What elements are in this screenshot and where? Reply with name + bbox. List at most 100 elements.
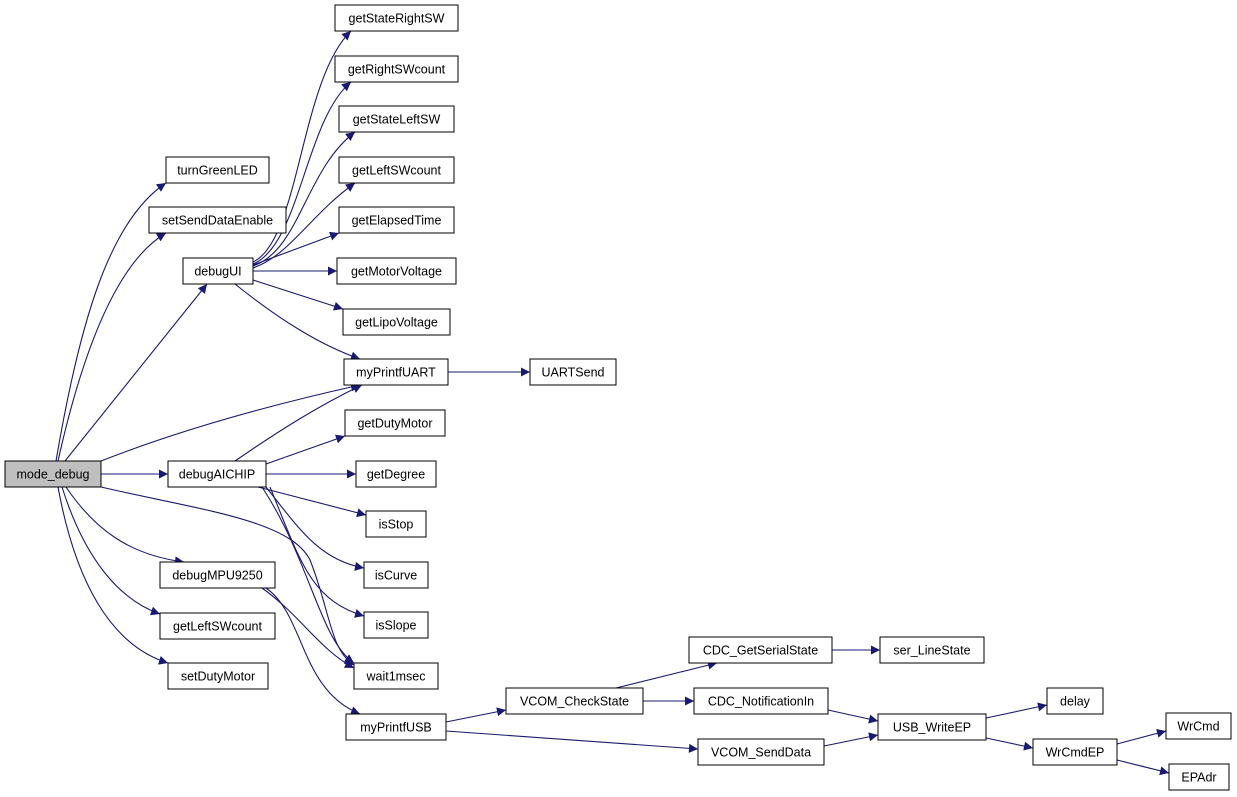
edge-mode_debug-to-setSendDataEnable — [57, 232, 167, 462]
node-label: getRightSWcount — [348, 63, 446, 77]
node-debugAICHIP[interactable]: debugAICHIP — [167, 460, 267, 488]
node-setSendDataEnable[interactable]: setSendDataEnable — [148, 206, 287, 234]
node-delay[interactable]: delay — [1046, 687, 1104, 715]
node-box — [167, 460, 267, 488]
edge-WrCmdEP-to-EPAdr — [1116, 759, 1170, 776]
node-debugMPU9250[interactable]: debugMPU9250 — [159, 561, 276, 589]
edge-debugAICHIP-to-isCurve — [265, 486, 365, 571]
edge-mode_debug-to-debugUI — [64, 283, 208, 462]
edge-debugUI-to-myPrintfUART — [234, 283, 361, 361]
node-label: debugUI — [194, 265, 241, 279]
node-box — [336, 257, 457, 285]
node-label: getStateRightSW — [349, 12, 445, 26]
node-CDC_GetSerialState[interactable]: CDC_GetSerialState — [688, 636, 833, 664]
node-debugUI[interactable]: debugUI — [182, 257, 254, 285]
node-box — [334, 4, 459, 32]
node-box — [688, 636, 833, 664]
node-box — [342, 308, 451, 336]
node-getLipoVoltage[interactable]: getLipoVoltage — [342, 308, 451, 336]
node-VCOM_SendData[interactable]: VCOM_SendData — [697, 738, 825, 766]
node-USB_WriteEP[interactable]: USB_WriteEP — [877, 713, 987, 741]
edge-debugAICHIP-to-isStop — [257, 486, 367, 518]
node-getLeftSWcount_b[interactable]: getLeftSWcount — [338, 156, 455, 184]
node-box — [165, 156, 270, 184]
node-label: myPrintfUSB — [360, 721, 432, 735]
node-label: getLipoVoltage — [355, 316, 438, 330]
node-label: isSlope — [376, 619, 417, 633]
node-VCOM_CheckState[interactable]: VCOM_CheckState — [505, 687, 644, 715]
nodes-layer: mode_debug turnGreenLED setSendDataEnable d… — [4, 4, 1232, 791]
edge-debugUI-to-getStateLeftSW — [252, 131, 356, 267]
node-label: CDC_NotificationIn — [708, 695, 814, 709]
node-label: getMotorVoltage — [351, 265, 442, 279]
node-UARTSend[interactable]: UARTSend — [529, 358, 617, 386]
node-wait1msec[interactable]: wait1msec — [353, 662, 439, 690]
node-WrCmd[interactable]: WrCmd — [1165, 712, 1232, 740]
node-getStateLeftSW[interactable]: getStateLeftSW — [338, 105, 455, 133]
node-getRightSWcount[interactable]: getRightSWcount — [334, 55, 459, 83]
node-label: getLeftSWcount — [173, 620, 262, 634]
node-box — [344, 409, 446, 437]
node-box — [877, 713, 987, 741]
edge-USB_WriteEP-to-delay — [985, 702, 1048, 719]
node-getMotorVoltage[interactable]: getMotorVoltage — [336, 257, 457, 285]
node-label: USB_WriteEP — [893, 721, 971, 735]
node-label: WrCmd — [1177, 720, 1219, 734]
node-label: isCurve — [375, 569, 417, 583]
node-getElapsedTime[interactable]: getElapsedTime — [338, 206, 455, 234]
node-label: wait1msec — [365, 670, 425, 684]
edge-debugMPU9250-to-wait1msec — [261, 587, 355, 669]
edge-myPrintfUSB-to-VCOM_SendData — [445, 730, 699, 753]
node-EPAdr[interactable]: EPAdr — [1168, 763, 1230, 791]
node-label: mode_debug — [17, 468, 90, 482]
edge-WrCmdEP-to-WrCmd — [1116, 728, 1167, 745]
edge-debugMPU9250-to-myPrintfUSB — [265, 587, 361, 715]
node-label: setDutyMotor — [181, 670, 255, 684]
node-label: CDC_GetSerialState — [703, 644, 818, 658]
node-mode_debug[interactable]: mode_debug — [4, 460, 102, 488]
node-box — [355, 460, 437, 488]
node-box — [1032, 738, 1118, 766]
node-getDegree[interactable]: getDegree — [355, 460, 437, 488]
node-myPrintfUSB[interactable]: myPrintfUSB — [345, 713, 447, 741]
edge-mode_debug-to-myPrintfUART — [100, 382, 361, 462]
node-label: VCOM_CheckState — [520, 695, 629, 709]
node-label: ser_LineState — [893, 644, 970, 658]
node-label: getDegree — [367, 468, 425, 482]
node-label: turnGreenLED — [177, 164, 258, 178]
node-setDutyMotor[interactable]: setDutyMotor — [167, 662, 269, 690]
node-isStop[interactable]: isStop — [365, 510, 427, 538]
node-WrCmdEP[interactable]: WrCmdEP — [1032, 738, 1118, 766]
node-label: getElapsedTime — [352, 214, 442, 228]
node-box — [148, 206, 287, 234]
edge-mode_debug-to-debugMPU9250 — [65, 486, 185, 566]
node-isSlope[interactable]: isSlope — [363, 611, 429, 639]
node-box — [1168, 763, 1230, 791]
edge-debugAICHIP-to-myPrintfUART — [234, 384, 363, 462]
node-isCurve[interactable]: isCurve — [363, 561, 429, 589]
node-box — [505, 687, 644, 715]
node-myPrintfUART[interactable]: myPrintfUART — [343, 358, 449, 386]
node-box — [363, 611, 429, 639]
node-label: getDutyMotor — [357, 417, 432, 431]
node-box — [338, 206, 455, 234]
node-label: getLeftSWcount — [352, 164, 441, 178]
node-turnGreenLED[interactable]: turnGreenLED — [165, 156, 270, 184]
node-box — [1046, 687, 1104, 715]
node-box — [345, 713, 447, 741]
edge-debugAICHIP-to-wait1msec — [261, 486, 355, 664]
edge-USB_WriteEP-to-WrCmdEP — [985, 737, 1034, 751]
edge-VCOM_SendData-to-USB_WriteEP — [823, 732, 879, 747]
node-ser_LineState[interactable]: ser_LineState — [879, 636, 985, 664]
edge-mode_debug-to-getLeftSWcount_a — [61, 486, 161, 616]
node-label: VCOM_SendData — [711, 746, 811, 760]
edge-debugAICHIP-to-getDutyMotor — [265, 434, 346, 465]
edge-VCOM_CheckState-to-CDC_GetSerialState — [615, 660, 718, 689]
node-box — [338, 156, 455, 184]
node-getDutyMotor[interactable]: getDutyMotor — [344, 409, 446, 437]
node-CDC_NotificationIn[interactable]: CDC_NotificationIn — [693, 687, 829, 715]
edge-CDC_NotificationIn-to-USB_WriteEP — [827, 709, 879, 724]
node-getLeftSWcount_a[interactable]: getLeftSWcount — [159, 612, 276, 640]
edge-debugUI-to-getElapsedTime — [252, 231, 340, 266]
node-getStateRightSW[interactable]: getStateRightSW — [334, 4, 459, 32]
